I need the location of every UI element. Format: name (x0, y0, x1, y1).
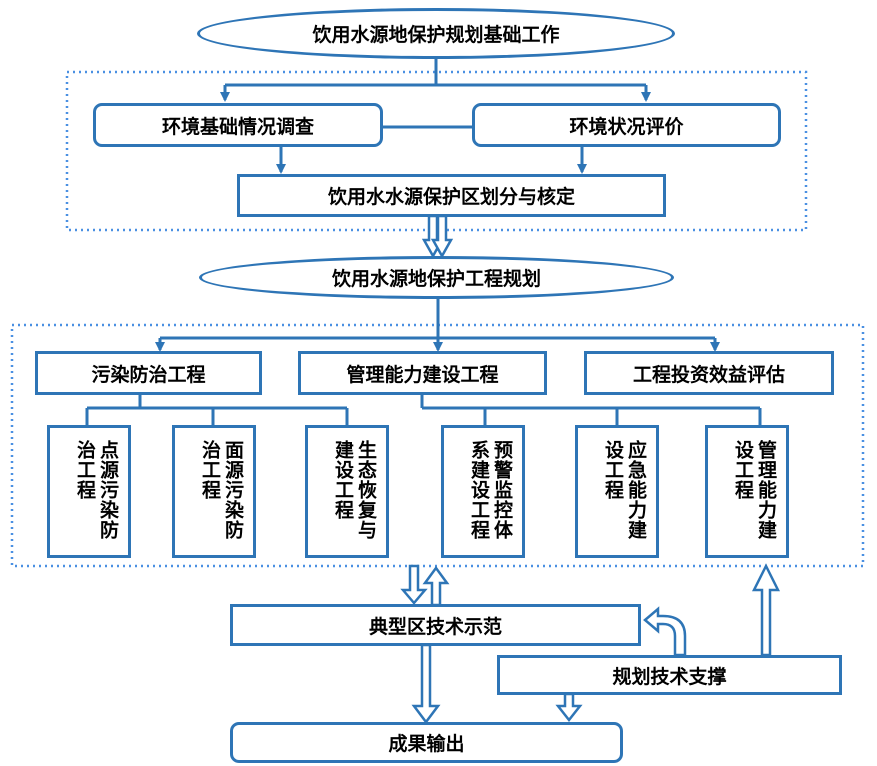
engineering-planning-ellipse: 饮用水源地保护工程规划 (199, 256, 674, 299)
top-connectors (220, 58, 651, 174)
technical-support-box: 规划技术支撑 (497, 655, 842, 695)
point-source-box: 点源污染防治工程 (47, 425, 131, 558)
ecological-restoration-box: 生态恢复与建设工程 (305, 425, 389, 558)
early-warning-box: 预警监控体系建设工程 (441, 425, 525, 558)
environment-assessment-box: 环境状况评价 (472, 103, 781, 147)
investment-evaluation-box: 工程投资效益评估 (584, 351, 834, 395)
environment-survey-box: 环境基础情况调查 (93, 103, 383, 147)
double-arrow-down (421, 214, 454, 259)
emergency-capacity-box: 应急能力建设工程 (575, 425, 659, 558)
result-output-box: 成果输出 (230, 722, 623, 763)
arrow-support-to-capacity (751, 563, 781, 657)
non-point-source-box: 面源污染防治工程 (172, 425, 256, 558)
protection-zoning-box: 饮用水水源保护区划分与核定 (237, 174, 666, 217)
typical-demo-box: 典型区技术示范 (230, 604, 641, 646)
arrow-demo-to-output (411, 643, 441, 725)
arrow-from-demo (422, 565, 450, 607)
pollution-control-box: 污染防治工程 (35, 351, 262, 395)
capacity-building-box: 管理能力建设工程 (298, 351, 547, 395)
management-capacity-box: 管理能力建设工程 (705, 425, 789, 558)
arrow-support-to-output (555, 692, 583, 723)
arrow-support-to-demo (643, 606, 687, 657)
arrow-to-demo (400, 564, 428, 605)
foundation-work-ellipse: 饮用水源地保护规划基础工作 (197, 8, 675, 59)
mid-connectors (85, 297, 762, 425)
bottom-arrows (400, 563, 781, 725)
